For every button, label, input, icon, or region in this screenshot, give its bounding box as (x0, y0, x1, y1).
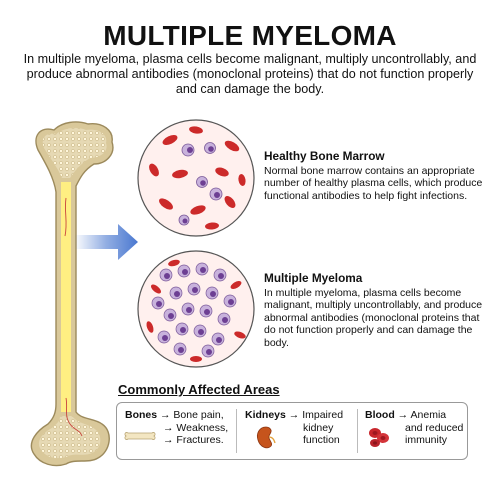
blood-line-3: immunity (405, 434, 448, 446)
bones-line-1: → Bone pain, (160, 409, 224, 421)
affected-areas-box: Bones → Bone pain, → Weakness, → Fractur… (116, 402, 468, 460)
blood-line-2: and reduced (405, 421, 464, 434)
blood-area: Blood → Anemia and reduced immunity (365, 409, 465, 447)
healthy-marrow-circle (137, 119, 255, 237)
arrow-right-icon (74, 224, 138, 260)
myeloma-text: In multiple myeloma, plasma cells become… (264, 286, 483, 349)
kidneys-line-2: kidney (303, 421, 334, 434)
kidneys-line-1: → Impaired (288, 409, 344, 421)
kidneys-line-3: function (303, 434, 340, 446)
myeloma-marrow-circle (137, 250, 255, 368)
divider-2 (357, 409, 358, 453)
blood-label: Blood (365, 409, 395, 421)
femur-bone-illustration (30, 121, 114, 467)
affected-areas-title: Commonly Affected Areas (118, 382, 280, 397)
kidney-icon (257, 426, 276, 449)
divider-1 (236, 409, 237, 453)
bones-area: Bones → Bone pain, → Weakness, → Fractur… (125, 409, 233, 447)
bones-label: Bones (125, 409, 158, 421)
healthy-marrow-text: Normal bone marrow contains an appropria… (264, 164, 483, 202)
myeloma-heading: Multiple Myeloma (264, 271, 363, 285)
myeloma-description: Multiple Myeloma In multiple myeloma, pl… (264, 272, 489, 350)
kidneys-area: Kidneys → Impaired kidney function (245, 409, 353, 447)
bone-icon (124, 432, 156, 440)
intro-text: In multiple myeloma, plasma cells become… (23, 52, 477, 96)
page-title: MULTIPLE MYELOMA (103, 20, 397, 51)
healthy-marrow-heading: Healthy Bone Marrow (264, 149, 385, 163)
healthy-marrow-description: Healthy Bone Marrow Normal bone marrow c… (264, 150, 489, 202)
blood-cells-icon (369, 428, 389, 447)
bones-line-2: → Weakness, (163, 421, 229, 434)
blood-line-1: → Anemia (397, 409, 447, 421)
kidneys-label: Kidneys (245, 409, 286, 421)
bones-line-3: → Fractures. (163, 434, 224, 446)
